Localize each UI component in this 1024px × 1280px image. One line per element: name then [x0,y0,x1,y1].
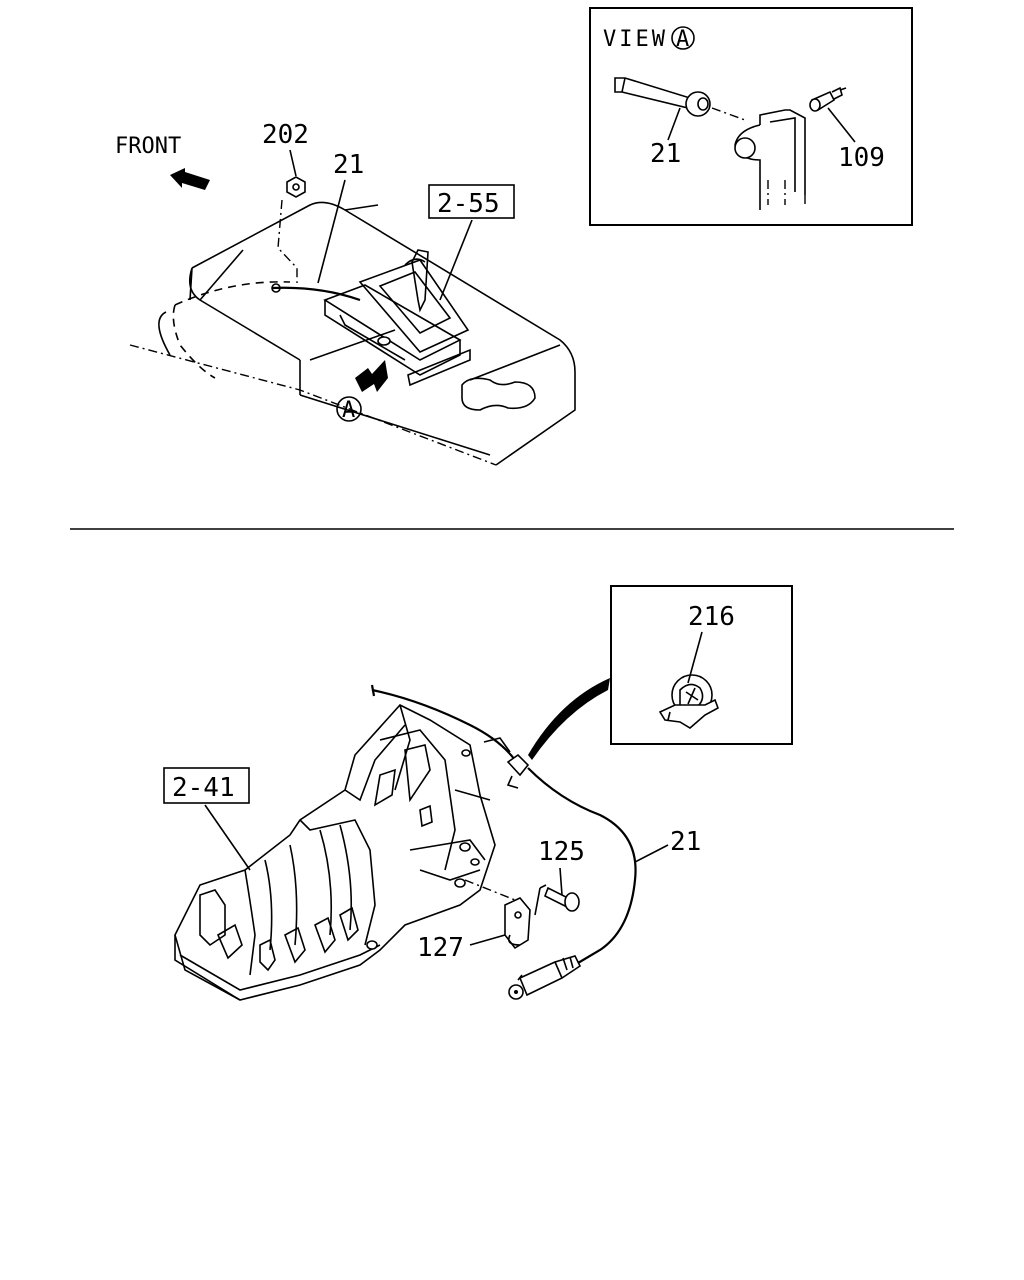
callout-216: 216 [688,602,735,632]
view-a-title-marker: A [676,27,689,52]
inset-pointer-icon [528,678,610,760]
ref-box-2-55 [428,184,515,219]
callout-202: 202 [262,120,309,150]
front-indicator: FRONT [115,134,210,190]
callout-127: 127 [417,933,464,963]
bottom-callouts: 2-41 125 21 127 [163,767,701,963]
bracket-127-part [504,897,531,950]
view-a-arrow-icon [355,360,388,392]
view-a-inset: VIEW A 21 109 [589,7,913,226]
transmission-assembly [174,704,516,1001]
bolt-125-part [534,884,580,916]
callout-2-55: 2-55 [437,189,500,219]
view-a-marker-text: A [342,398,355,423]
view-a-title: VIEW [603,27,668,52]
view-a-marker [336,396,362,422]
callout-125: 125 [538,837,585,867]
callout-21-inset: 21 [650,139,681,169]
callout-2-41: 2-41 [172,773,235,803]
callout-21-top: 21 [333,150,364,180]
shift-cable [370,684,637,1000]
console-assembly [129,176,576,466]
top-callouts: 202 21 2-55 A [262,120,515,423]
front-label: FRONT [115,134,181,159]
front-arrow-icon [170,168,210,190]
nut-202-part [286,176,306,198]
ref-box-2-41 [163,767,250,804]
clip-216-inset: 216 [528,585,793,760]
callout-109: 109 [838,143,885,173]
callout-21-bottom: 21 [670,827,701,857]
